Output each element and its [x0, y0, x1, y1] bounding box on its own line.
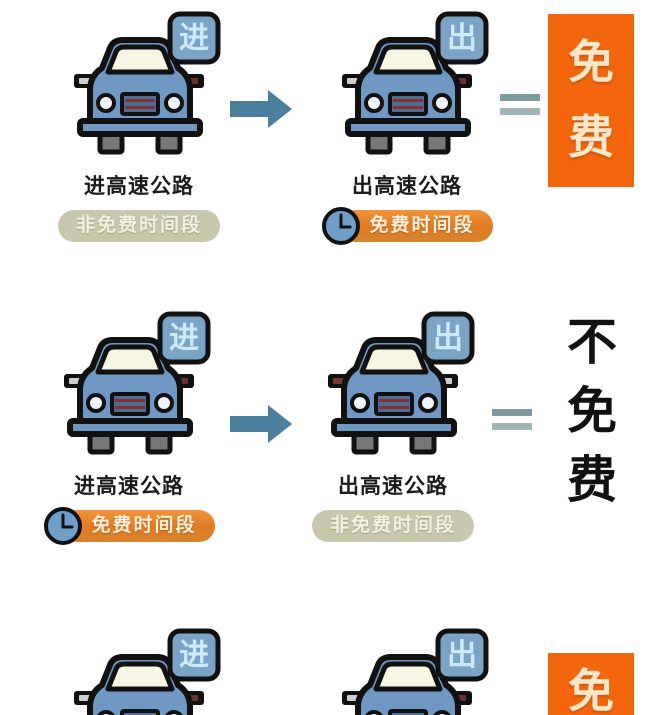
arrow-right-icon: [230, 405, 292, 443]
row1-from-car-stage: 进: [24, 8, 254, 173]
arrow-right-icon: [230, 90, 292, 128]
enter-sign-label: 进: [179, 21, 209, 56]
row3-from-block: 进: [24, 625, 254, 715]
row1-from-badge-wrap: 非免费时间段: [24, 206, 254, 246]
exit-sign-label: 出: [447, 21, 477, 56]
row3-from-car-stage: 进: [24, 625, 254, 715]
car-front-icon: 进: [74, 628, 221, 715]
car-front-icon: 进: [64, 311, 211, 455]
row1-to-badge: 免费时间段: [339, 210, 493, 243]
row2-from-badge-wrap: 免费时间段: [14, 506, 244, 546]
row1-from-caption: 进高速公路: [84, 174, 194, 198]
row2-from-caption: 进高速公路: [74, 474, 184, 498]
row1-from-badge: 非免费时间段: [57, 210, 220, 243]
row2-to-block: 出 出高速公路 非免费时间段: [278, 308, 508, 546]
row1-to-block: 出 出高速公路 免费时间段: [292, 8, 522, 246]
row2-to-badge: 非免费时间段: [311, 510, 474, 543]
row2-result-char-3: 费: [567, 451, 617, 509]
rule-row-1: 进 进高速公路 非免费时间段: [0, 0, 672, 290]
row3-to-block: 出: [292, 625, 522, 715]
rule-row-2: 进 进高速公路 免费时间段: [0, 300, 672, 590]
row1-to-badge-wrap: 免费时间段: [292, 206, 522, 246]
row2-from-car-stage: 进: [14, 308, 244, 473]
row2-result-char-1: 不: [567, 313, 617, 371]
row3-result-free-box: 免: [548, 653, 634, 715]
row1-result-char-1: 免: [568, 34, 614, 89]
row1-to-car-stage: 出: [292, 8, 522, 173]
row3-to-car-stage: 出: [292, 625, 522, 715]
row2-from-block: 进 进高速公路 免费时间段: [14, 308, 244, 546]
row2-to-car-stage: 出: [278, 308, 508, 473]
car-front-icon: 出: [342, 11, 489, 155]
car-front-icon: 出: [328, 311, 475, 455]
rule-row-3: 进: [0, 625, 672, 715]
row3-result-char-1: 免: [568, 664, 614, 715]
row2-from-badge: 免费时间段: [61, 510, 215, 543]
row2-to-caption: 出高速公路: [338, 474, 448, 498]
equals-sign-icon: [500, 94, 540, 115]
row2-to-badge-wrap: 非免费时间段: [278, 506, 508, 546]
row2-result-char-2: 免: [567, 382, 617, 440]
exit-sign-label: 出: [447, 638, 477, 673]
clock-icon: [44, 507, 83, 546]
clock-icon: [322, 207, 361, 246]
row1-to-caption: 出高速公路: [352, 174, 462, 198]
row1-result-char-2: 费: [568, 110, 614, 165]
row2-result-not-free-text: 不 免 费: [548, 308, 636, 515]
row1-result-free-box: 免 费: [548, 14, 634, 187]
car-front-icon: 进: [74, 11, 221, 155]
exit-sign-label: 出: [433, 321, 463, 356]
equals-sign-icon: [492, 409, 532, 430]
car-front-icon: 出: [342, 628, 489, 715]
row1-from-block: 进 进高速公路 非免费时间段: [24, 8, 254, 246]
enter-sign-label: 进: [169, 321, 199, 356]
enter-sign-label: 进: [179, 638, 209, 673]
